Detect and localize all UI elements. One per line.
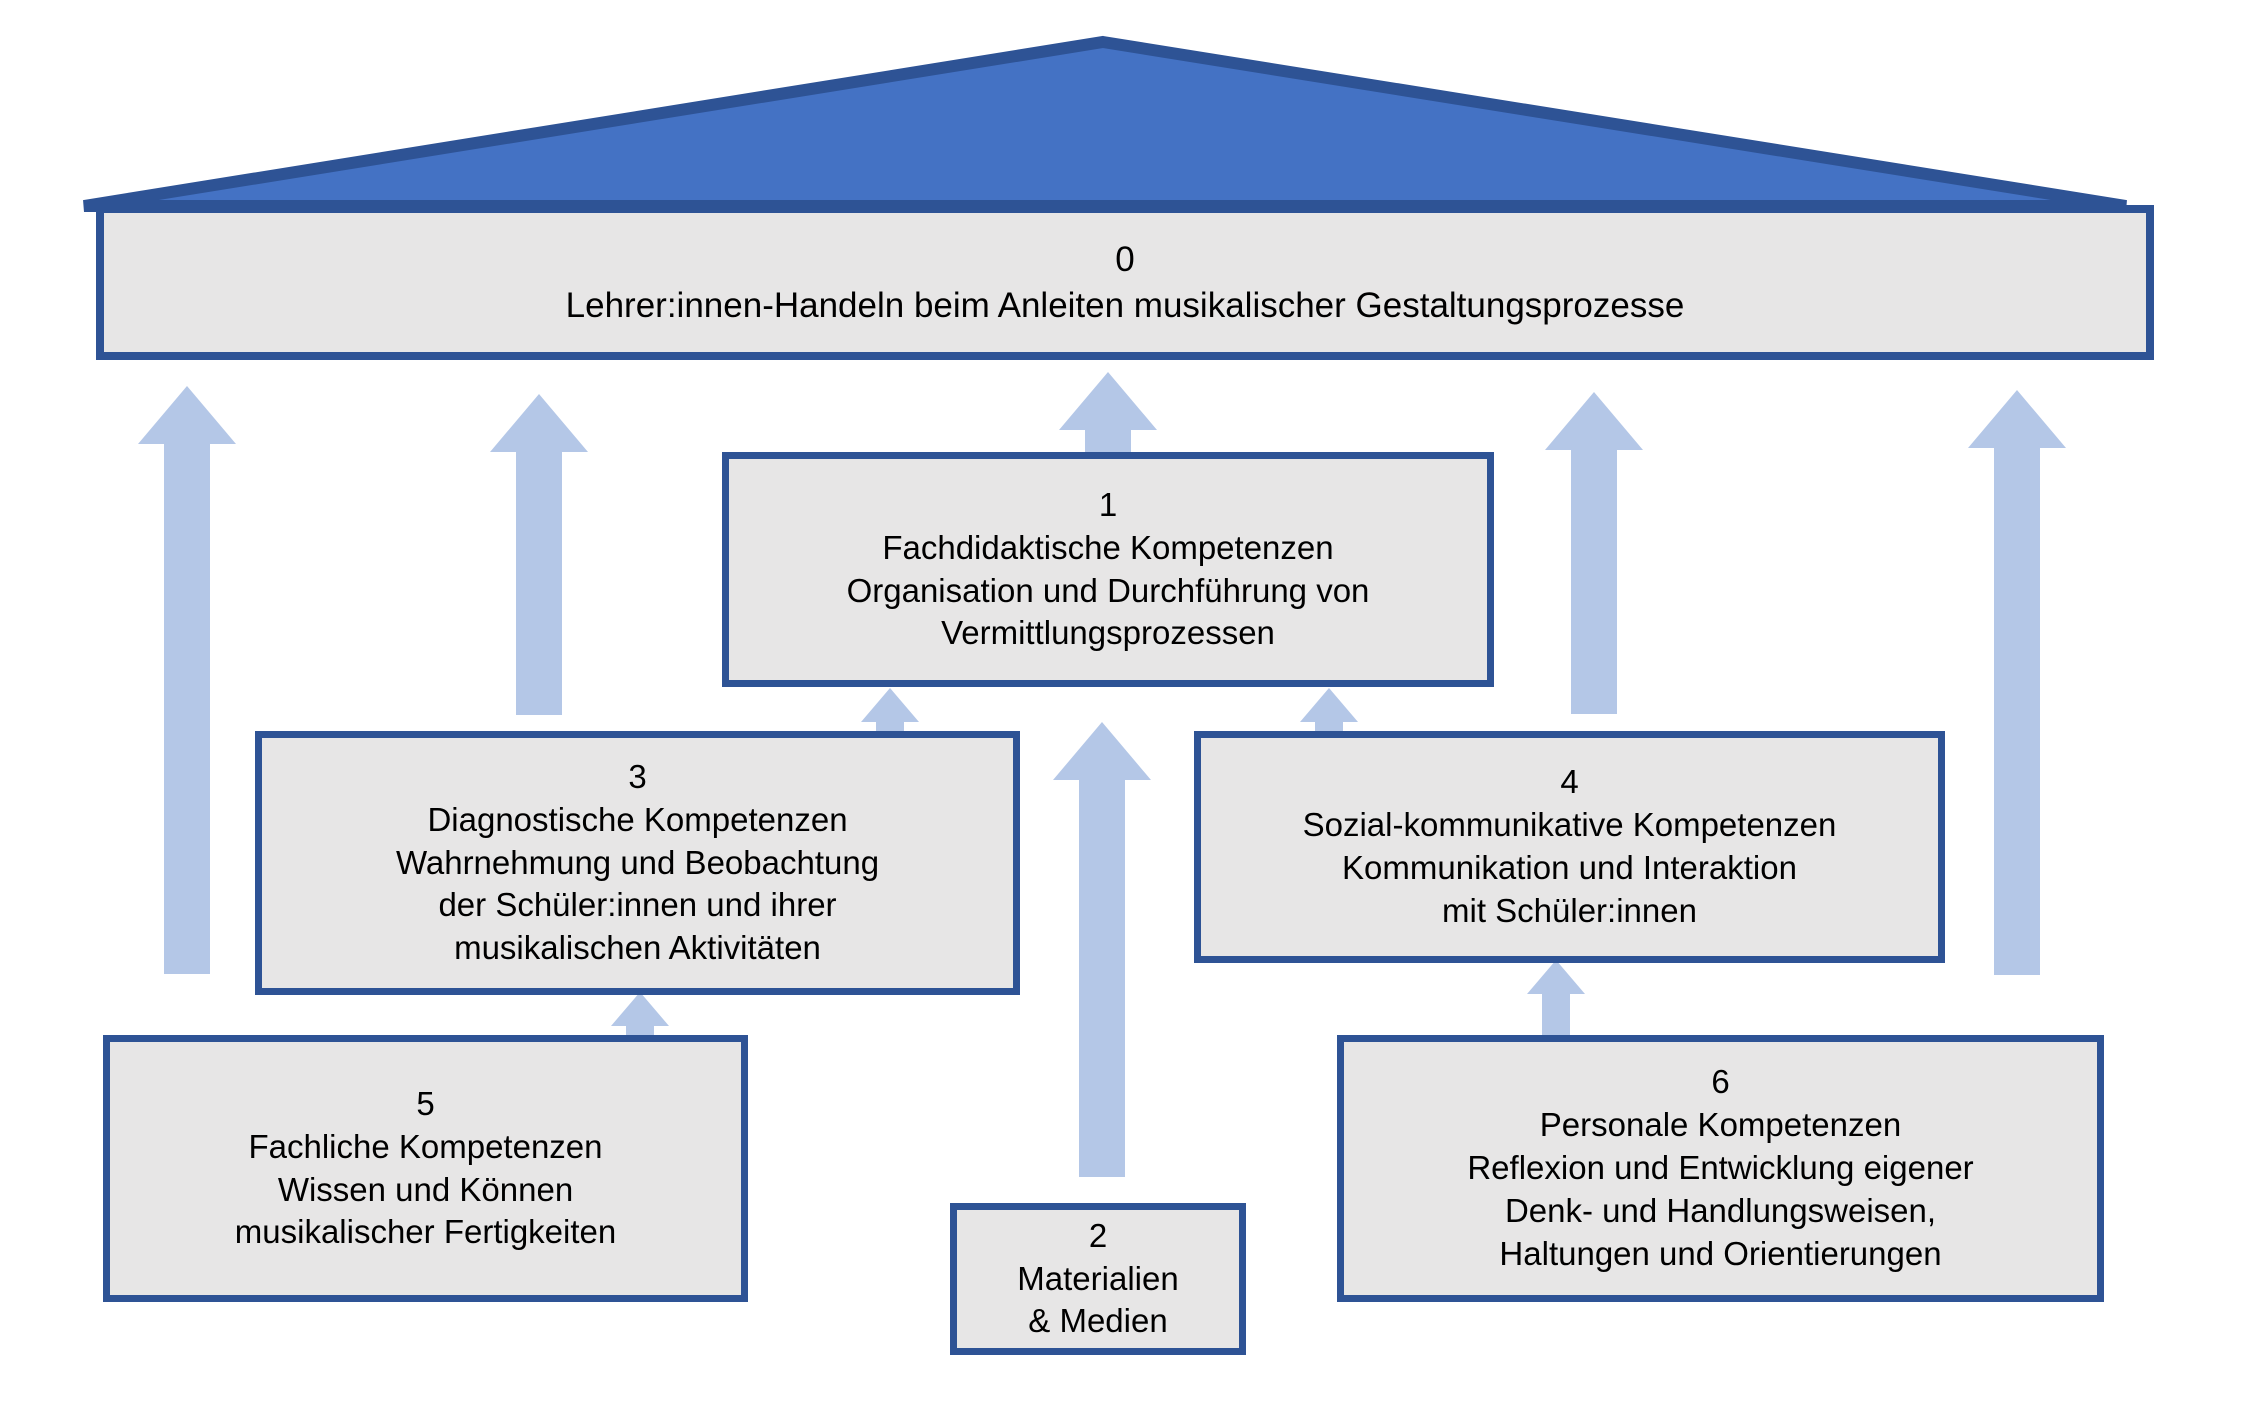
box-4-number: 4 <box>1560 763 1579 801</box>
box-5-number: 5 <box>416 1084 435 1122</box>
box-3-number: 3 <box>628 757 647 795</box>
competence-box-6[interactable]: 6 Personale Kompetenzen Reflexion und En… <box>1337 1035 2104 1302</box>
box-6-number: 6 <box>1711 1063 1730 1101</box>
box-1-text: Fachdidaktische Kompetenzen Organisation… <box>846 528 1370 652</box>
box-4-text: Sozial-kommunikative Kompetenzen Kommuni… <box>1302 806 1837 929</box>
box-6-text: Personale Kompetenzen Reflexion und Entw… <box>1467 1106 1974 1272</box>
competence-box-2[interactable]: 2 Materialien & Medien <box>950 1203 1246 1355</box>
arrow-3-to-0 <box>490 394 588 715</box>
arrow-3-to-1 <box>861 688 919 743</box>
competence-box-5[interactable]: 5 Fachliche Kompetenzen Wissen und Könne… <box>103 1035 748 1302</box>
arrow-5-to-0-left <box>138 386 236 974</box>
box-0-number: 0 <box>1115 240 1135 279</box>
arrow-5-to-3 <box>611 992 669 1047</box>
arrow-4-to-0 <box>1545 392 1643 714</box>
box-5-text: Fachliche Kompetenzen Wissen und Können … <box>234 1127 617 1251</box>
box-1-number: 1 <box>1098 485 1118 523</box>
competence-box-4[interactable]: 4 Sozial-kommunikative Kompetenzen Kommu… <box>1194 731 1945 963</box>
arrow-2-to-1 <box>1053 722 1151 1177</box>
box-3-text: Diagnostische Kompetenzen Wahrnehmung un… <box>395 800 880 967</box>
arrow-4-to-1 <box>1300 688 1358 743</box>
arrow-6-to-4 <box>1527 960 1585 1045</box>
box-2-number: 2 <box>1088 1216 1108 1254</box>
box-0-text: Lehrer:innen-Handeln beim Anleiten musik… <box>565 285 1685 325</box>
arrow-6-to-0-right <box>1968 390 2066 975</box>
box-2-text: Materialien & Medien <box>1017 1259 1179 1340</box>
arrow-1-to-0 <box>1059 372 1157 456</box>
competence-box-3[interactable]: 3 Diagnostische Kompetenzen Wahrnehmung … <box>255 731 1020 995</box>
competence-box-1[interactable]: 1 Fachdidaktische Kompetenzen Organisati… <box>722 452 1494 687</box>
competence-box-0[interactable]: 0 Lehrer:innen-Handeln beim Anleiten mus… <box>96 205 2154 360</box>
